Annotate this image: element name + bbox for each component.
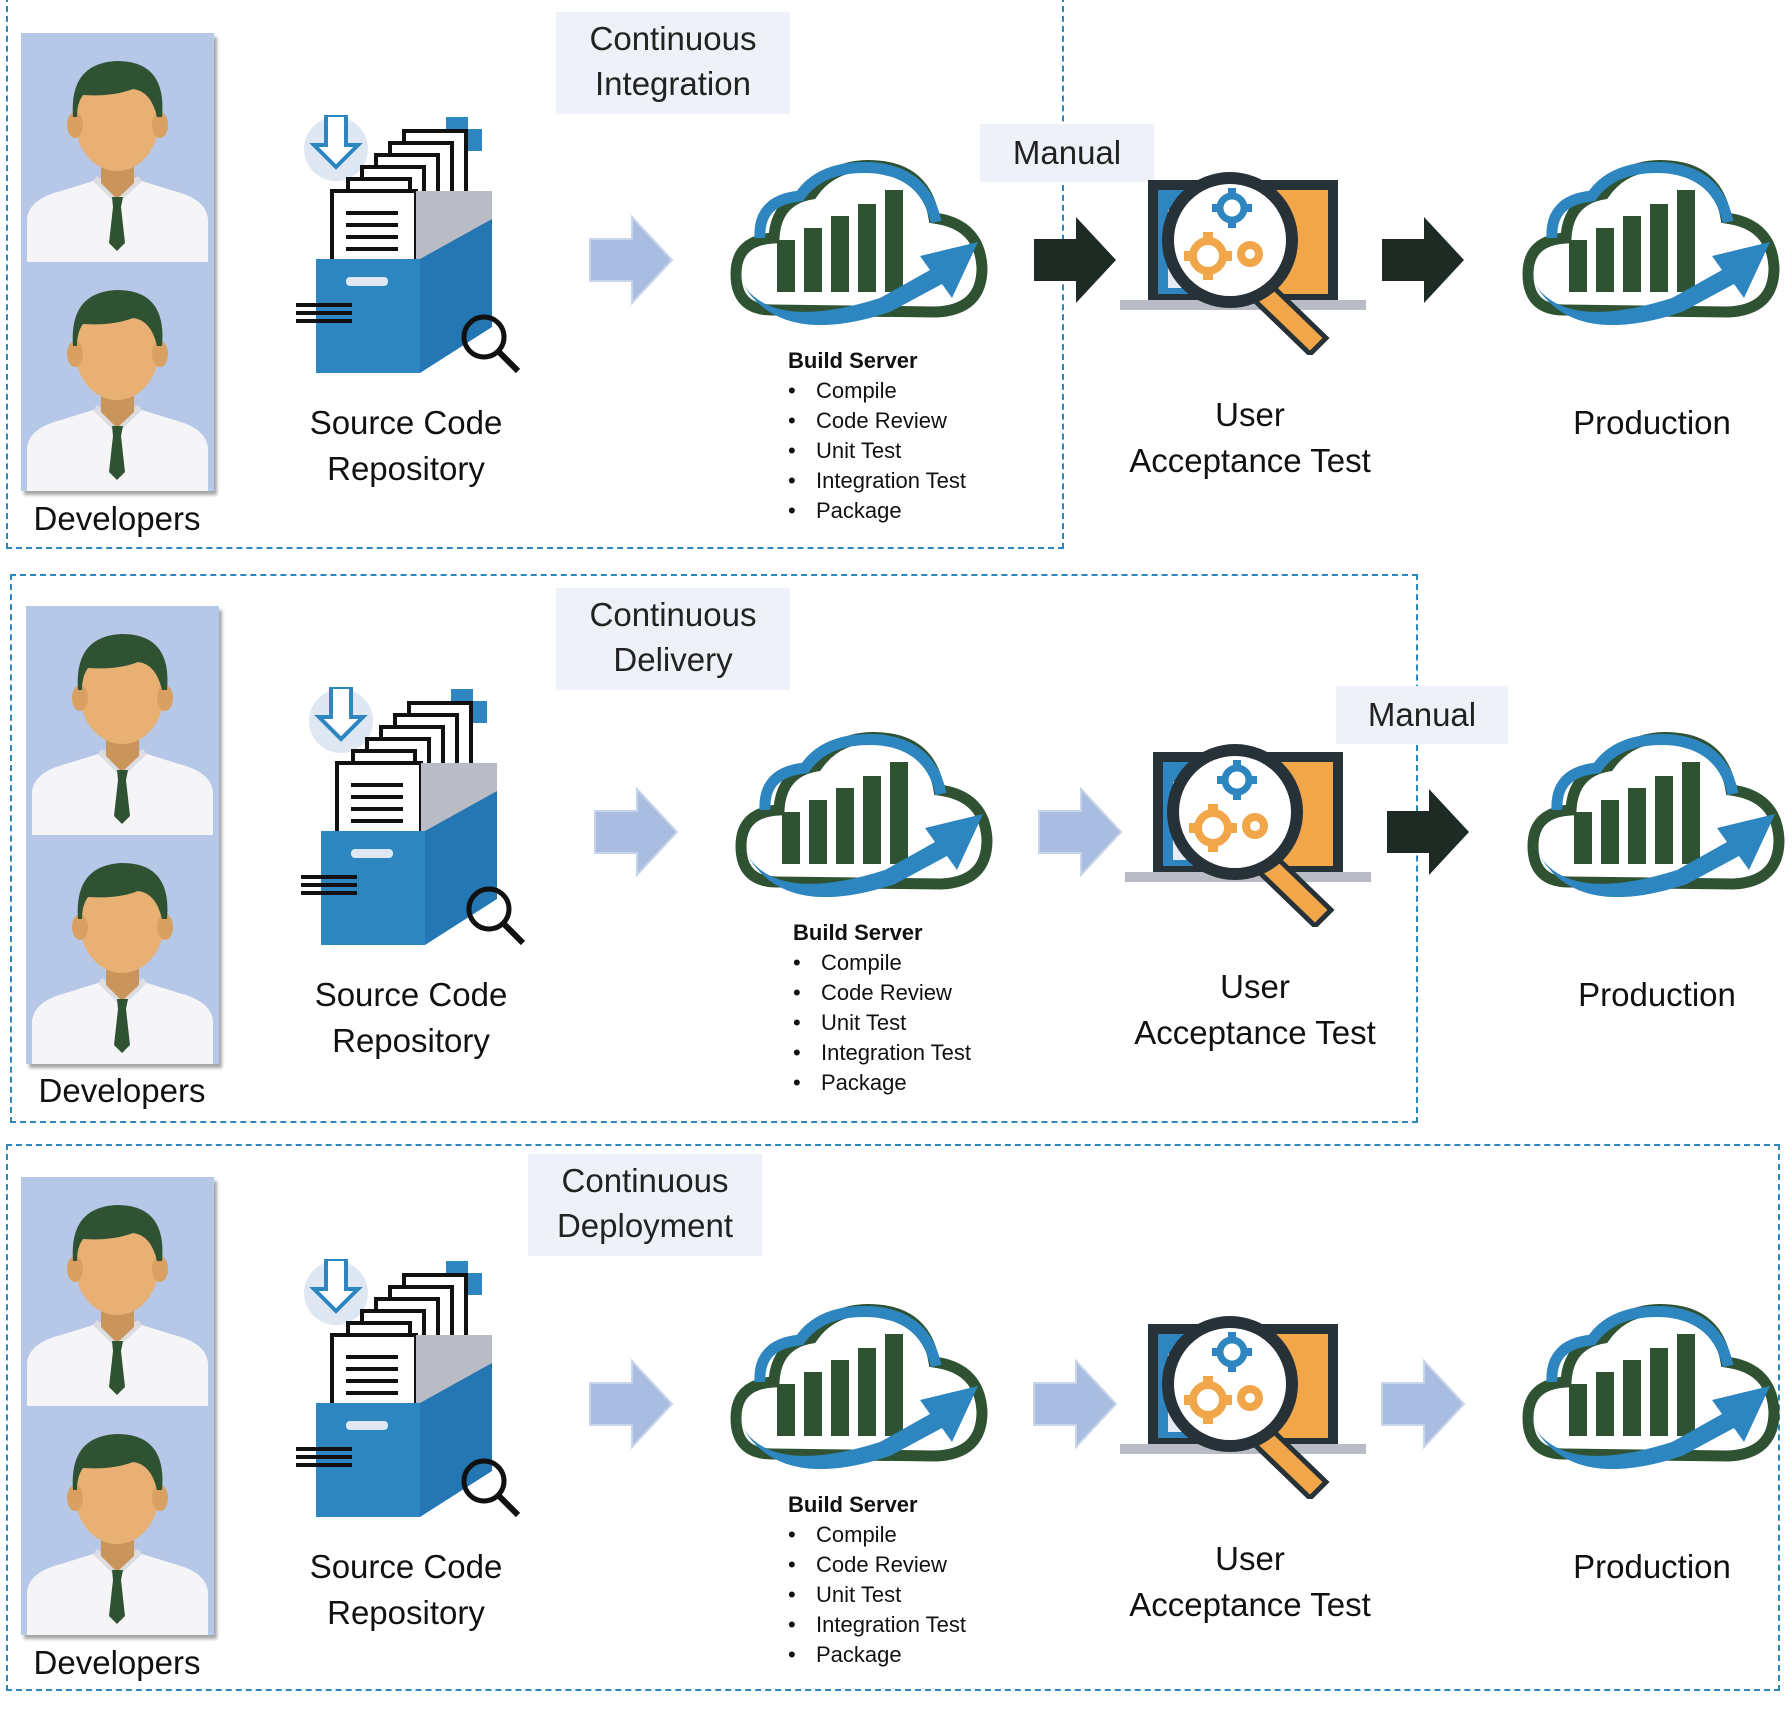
build-server-details: Build Server Compile Code Review Unit Te… bbox=[788, 346, 966, 526]
build-steps-list: Compile Code Review Unit Test Integratio… bbox=[793, 948, 971, 1098]
production-label: Production bbox=[1573, 1548, 1731, 1585]
developer-avatar-icon bbox=[27, 290, 208, 491]
manual-gate-label: Manual bbox=[980, 124, 1154, 182]
developers-panel bbox=[21, 33, 214, 491]
source-repository-icon bbox=[296, 115, 526, 385]
arrow-to-build-server bbox=[589, 216, 673, 304]
stage-title-delivery: Continuous Delivery bbox=[556, 588, 790, 690]
stage-title-integration: Continuous Integration bbox=[556, 12, 790, 114]
developers-label: Developers bbox=[33, 1644, 201, 1681]
build-step: Package bbox=[788, 496, 966, 526]
developer-avatar-icon bbox=[27, 1205, 208, 1406]
arrow-to-uat-manual bbox=[1034, 217, 1116, 303]
developer-avatar-icon bbox=[27, 1434, 208, 1635]
build-server-cloud-icon bbox=[735, 732, 995, 897]
build-step: Unit Test bbox=[788, 1580, 966, 1610]
build-step: Integration Test bbox=[788, 1610, 966, 1640]
build-step: Unit Test bbox=[788, 436, 966, 466]
arrow-to-production bbox=[1381, 1360, 1465, 1448]
build-step: Package bbox=[793, 1068, 971, 1098]
stage-title-line2: Deployment bbox=[556, 1207, 734, 1244]
developer-avatar-icon bbox=[27, 61, 208, 262]
production-label: Production bbox=[1578, 976, 1736, 1013]
build-server-title: Build Server bbox=[788, 348, 918, 373]
build-step: Code Review bbox=[788, 406, 966, 436]
developers-label: Developers bbox=[33, 500, 201, 537]
build-steps-list: Compile Code Review Unit Test Integratio… bbox=[788, 1520, 966, 1670]
production-label: Production bbox=[1573, 404, 1731, 441]
stage-title-line2: Integration bbox=[595, 65, 751, 102]
row-continuous-delivery: Continuous Delivery Manual Developers So… bbox=[0, 574, 1792, 1144]
build-step: Integration Test bbox=[793, 1038, 971, 1068]
source-repository-icon bbox=[296, 1259, 526, 1529]
developer-avatar-icon bbox=[32, 634, 213, 835]
uat-laptop-magnifier-icon bbox=[1125, 742, 1375, 927]
row-continuous-deployment: Continuous Deployment Developers Source … bbox=[0, 1144, 1792, 1714]
uat-laptop-magnifier-icon bbox=[1120, 170, 1370, 355]
production-cloud-icon bbox=[1522, 160, 1782, 325]
stage-title-line1: Continuous bbox=[589, 596, 757, 633]
build-step: Integration Test bbox=[788, 466, 966, 496]
build-step: Compile bbox=[788, 376, 966, 406]
build-step: Unit Test bbox=[793, 1008, 971, 1038]
arrow-to-build-server bbox=[589, 1360, 673, 1448]
arrow-to-uat bbox=[1038, 788, 1122, 876]
arrow-to-uat bbox=[1033, 1360, 1117, 1448]
build-step: Package bbox=[788, 1640, 966, 1670]
build-step: Code Review bbox=[793, 978, 971, 1008]
build-step: Compile bbox=[793, 948, 971, 978]
stage-title-line2: Delivery bbox=[613, 641, 733, 678]
uat-laptop-magnifier-icon bbox=[1120, 1314, 1370, 1499]
arrow-to-build-server bbox=[594, 788, 678, 876]
production-cloud-icon bbox=[1522, 1304, 1782, 1469]
developer-avatar-icon bbox=[32, 863, 213, 1064]
manual-gate-label: Manual bbox=[1336, 686, 1508, 744]
build-server-title: Build Server bbox=[793, 920, 923, 945]
developers-panel bbox=[26, 606, 219, 1064]
stage-title-line1: Continuous bbox=[589, 20, 757, 57]
arrow-to-production bbox=[1382, 217, 1464, 303]
stage-title-deployment: Continuous Deployment bbox=[528, 1154, 762, 1256]
arrow-to-production-manual bbox=[1387, 789, 1469, 875]
build-server-details: Build Server Compile Code Review Unit Te… bbox=[793, 918, 971, 1098]
build-step: Code Review bbox=[788, 1550, 966, 1580]
build-server-cloud-icon bbox=[730, 1304, 990, 1469]
build-server-details: Build Server Compile Code Review Unit Te… bbox=[788, 1490, 966, 1670]
build-steps-list: Compile Code Review Unit Test Integratio… bbox=[788, 376, 966, 526]
source-repository-icon bbox=[301, 687, 531, 957]
build-server-title: Build Server bbox=[788, 1492, 918, 1517]
production-cloud-icon bbox=[1527, 732, 1787, 897]
developers-label: Developers bbox=[38, 1072, 206, 1109]
developers-panel bbox=[21, 1177, 214, 1635]
build-step: Compile bbox=[788, 1520, 966, 1550]
stage-title-line1: Continuous bbox=[561, 1162, 729, 1199]
row-continuous-integration: Continuous Integration Manual Developers… bbox=[0, 0, 1792, 570]
build-server-cloud-icon bbox=[730, 160, 990, 325]
